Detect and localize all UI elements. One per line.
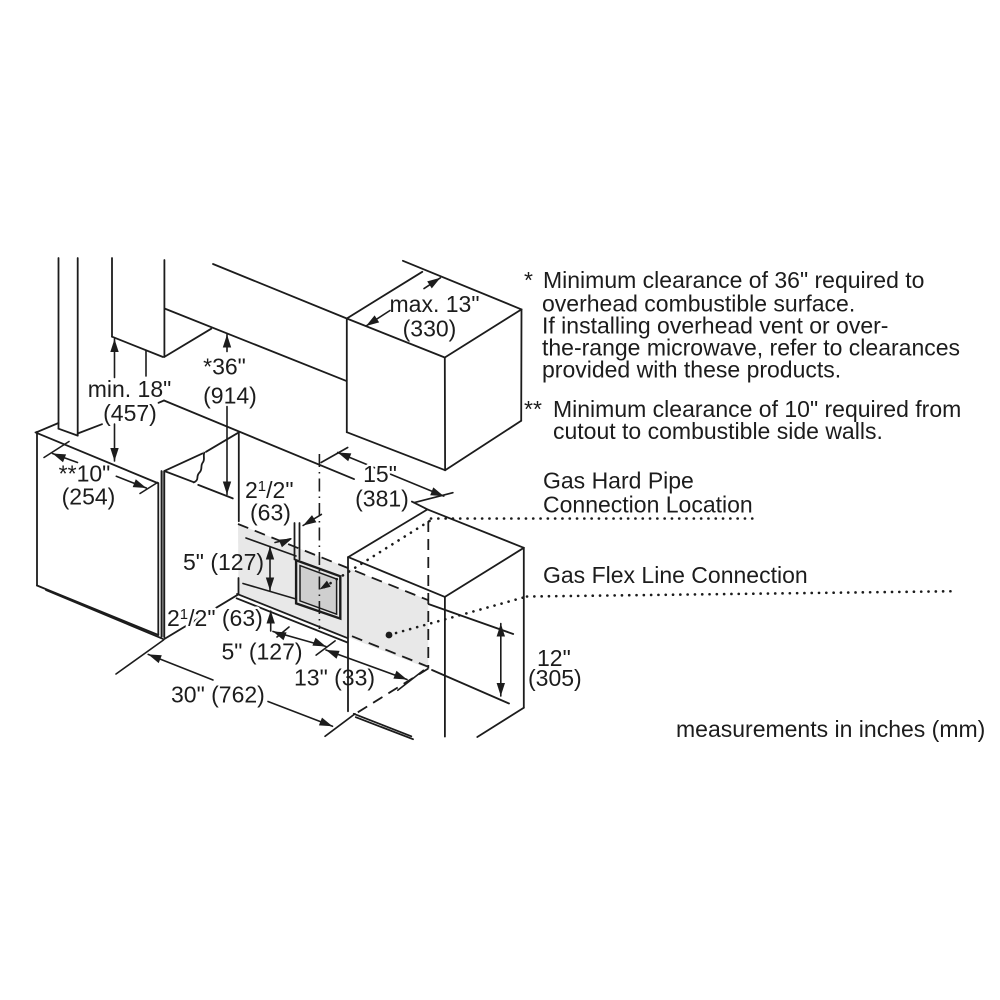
svg-text:cutout to combustible side wal: cutout to combustible side walls. xyxy=(553,418,883,444)
svg-text:30" (762): 30" (762) xyxy=(171,682,265,708)
svg-text:(254): (254) xyxy=(62,484,116,510)
svg-text:Gas Flex Line Connection: Gas Flex Line Connection xyxy=(543,562,808,588)
svg-text:(457): (457) xyxy=(103,400,157,426)
svg-text:5" (127): 5" (127) xyxy=(222,639,303,665)
svg-text:the-range microwave, refer to: the-range microwave, refer to clearances xyxy=(542,335,960,361)
svg-text:(305): (305) xyxy=(528,665,582,691)
svg-text:12": 12" xyxy=(537,645,571,671)
svg-text:5" (127): 5" (127) xyxy=(183,549,264,575)
svg-text:overhead combustible surface.: overhead combustible surface. xyxy=(542,291,855,317)
svg-text:If installing overhead vent or: If installing overhead vent or over- xyxy=(542,313,888,339)
svg-text:(330): (330) xyxy=(403,316,457,342)
svg-text:21/2": 21/2" xyxy=(245,477,294,503)
svg-text:measurements in inches (mm): measurements in inches (mm) xyxy=(676,716,985,742)
svg-text:provided with these products.: provided with these products. xyxy=(542,357,841,383)
svg-text:(914): (914) xyxy=(203,383,257,409)
svg-text:13" (33): 13" (33) xyxy=(294,665,375,691)
svg-text:Minimum clearance of 10" requi: Minimum clearance of 10" required from xyxy=(553,396,961,422)
svg-text:Minimum clearance of 36" requi: Minimum clearance of 36" required to xyxy=(543,267,924,293)
svg-text:**10": **10" xyxy=(59,461,111,487)
svg-text:(381): (381) xyxy=(355,486,409,512)
svg-text:*36": *36" xyxy=(203,354,246,380)
svg-text:max. 13": max. 13" xyxy=(390,291,480,317)
svg-text:15": 15" xyxy=(363,461,397,487)
svg-text:Connection Location: Connection Location xyxy=(543,492,753,518)
svg-text:(63): (63) xyxy=(250,500,291,526)
svg-text:Gas Hard Pipe: Gas Hard Pipe xyxy=(543,468,694,494)
svg-text:*: * xyxy=(524,267,533,293)
svg-text:**: ** xyxy=(524,396,542,422)
svg-text:min. 18": min. 18" xyxy=(88,376,172,402)
